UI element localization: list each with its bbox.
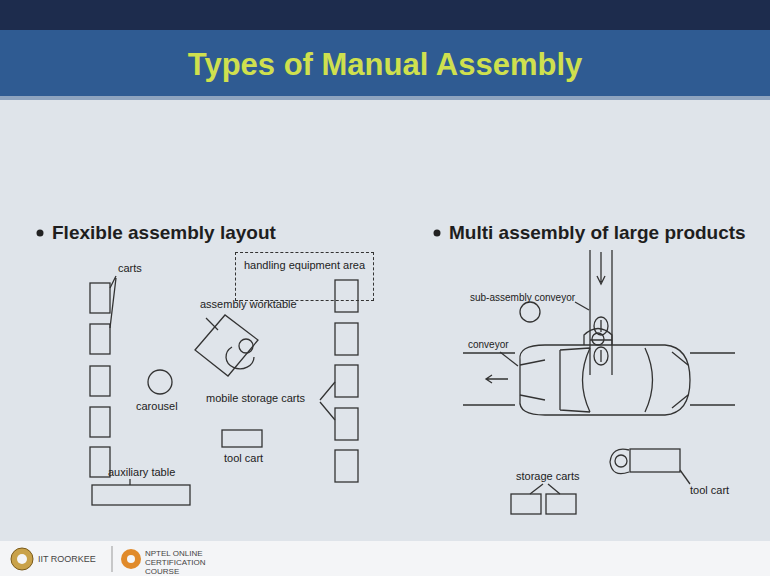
part-label: mobile storage carts xyxy=(206,392,305,405)
footer-text: IIT ROORKEE xyxy=(38,554,96,564)
dashed-area: handling equipment area xyxy=(235,252,374,301)
area-label: handling equipment area xyxy=(244,259,365,271)
bullet-heading: Multi assembly of large products xyxy=(449,222,746,244)
slide-title: Types of Manual Assembly xyxy=(0,46,770,83)
part-label: auxiliary table xyxy=(108,466,175,479)
part-label: tool cart xyxy=(690,484,729,497)
part-label: assembly worktable xyxy=(200,298,297,311)
part-label: carousel xyxy=(136,400,178,413)
part-label: sub-assembly conveyor xyxy=(470,292,575,304)
bullet-heading: Flexible assembly layout xyxy=(52,222,276,244)
part-label: storage carts xyxy=(516,470,580,483)
footer-text: NPTEL ONLINE CERTIFICATION COURSE xyxy=(145,549,237,576)
part-label: conveyor xyxy=(468,339,509,351)
part-label: carts xyxy=(118,262,142,275)
part-label: tool cart xyxy=(224,452,263,465)
